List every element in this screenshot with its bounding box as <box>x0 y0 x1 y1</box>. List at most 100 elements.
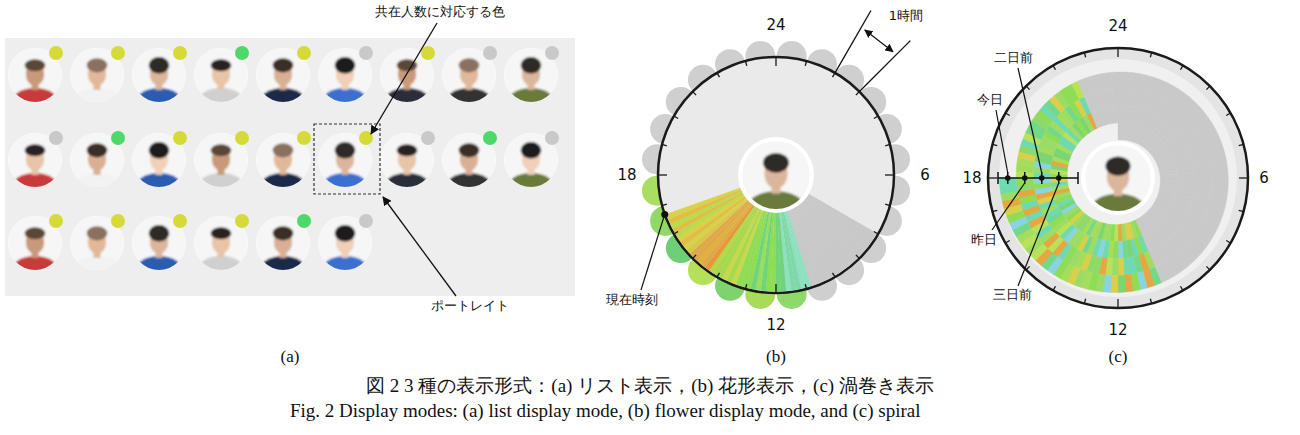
status-dot <box>173 214 187 228</box>
clock-face <box>658 57 894 293</box>
hour-tick <box>775 57 776 66</box>
presence-spiral-segment <box>1118 258 1125 275</box>
hour-tick <box>805 61 806 66</box>
hour-tick <box>874 232 878 235</box>
spiral-display <box>988 48 1248 308</box>
status-dot <box>111 131 125 145</box>
hour-tick <box>1053 65 1056 69</box>
day-label: 今日 <box>977 92 1003 108</box>
presence-spiral-segment <box>1211 171 1228 178</box>
hour-label: 18 <box>962 169 981 187</box>
person-item <box>194 214 249 283</box>
person-item <box>194 131 249 200</box>
person-item <box>318 214 373 283</box>
hour-tick <box>745 61 746 66</box>
portrait <box>742 141 810 225</box>
callout-label: ポートレイト <box>431 298 509 314</box>
day-dot <box>1056 175 1062 181</box>
hour-tick <box>1026 266 1030 270</box>
hour-tick <box>1084 299 1085 304</box>
clock-face <box>988 48 1248 308</box>
hour-tick <box>1206 86 1210 90</box>
hour-tick <box>1084 52 1085 57</box>
person-item <box>8 214 63 283</box>
hour-tick <box>693 255 697 259</box>
hour-tick <box>885 144 890 145</box>
hour-label: 12 <box>766 316 785 334</box>
hour-label: 24 <box>766 16 785 34</box>
panel-label: (b) <box>766 347 786 367</box>
hour-tick <box>745 284 746 289</box>
figure-caption: 図 2 3 種の表示形式：(a) リスト表示，(b) 花形表示，(c) 渦巻き表… <box>366 375 934 398</box>
hour-tick <box>1181 65 1184 69</box>
hour-tick <box>1181 286 1184 290</box>
hour-label: 12 <box>1108 321 1127 339</box>
spiral-ground <box>999 59 1237 297</box>
person-item <box>442 46 497 115</box>
list-display <box>5 23 575 296</box>
status-dot <box>421 46 435 60</box>
day-label: 昨日 <box>971 232 997 248</box>
panel-label: (c) <box>1109 347 1128 367</box>
hour-tick <box>992 144 997 145</box>
leader-line <box>371 23 437 134</box>
status-dot <box>297 46 311 60</box>
hour-label: 24 <box>1108 17 1127 35</box>
hour-tick <box>885 204 890 205</box>
status-dot <box>297 131 311 145</box>
status-dot <box>359 46 373 60</box>
status-dot <box>173 131 187 145</box>
hour-tick <box>1206 266 1210 270</box>
day-dot <box>1039 175 1045 181</box>
leader-line <box>383 197 456 296</box>
presence-spiral-segment <box>1118 275 1126 292</box>
hour-label: 6 <box>1259 169 1269 187</box>
hour-tick <box>1239 210 1244 211</box>
hour-tick <box>1226 113 1230 116</box>
status-dot <box>111 214 125 228</box>
callout-label: 現在時刻 <box>606 292 658 308</box>
hour-label: 6 <box>920 166 930 184</box>
status-dot <box>111 46 125 60</box>
presence-spiral-segment <box>1160 174 1177 178</box>
status-dot <box>235 214 249 228</box>
day-label: 三日前 <box>993 287 1032 303</box>
flower-display <box>641 10 910 309</box>
status-dot <box>235 131 249 145</box>
portrait <box>1085 145 1151 227</box>
day-dot <box>1022 175 1028 181</box>
leader-line <box>641 217 664 290</box>
hour-tick <box>992 210 997 211</box>
leader-line <box>996 110 1008 173</box>
day-dot <box>1005 175 1011 181</box>
list-panel <box>5 38 575 296</box>
person-item <box>318 131 373 200</box>
leader-line <box>992 183 1025 230</box>
hour-label: 18 <box>617 166 636 184</box>
person-item <box>380 131 435 200</box>
hour-tick <box>1226 241 1230 244</box>
status-dot <box>545 46 559 60</box>
person-item <box>70 214 125 283</box>
current-time-dot <box>661 211 668 218</box>
status-dot <box>359 214 373 228</box>
presence-spiral-segment <box>1118 224 1122 241</box>
caption-english: Fig. 2 Display modes: (a) list display m… <box>290 400 921 423</box>
presence-spiral-segment <box>1112 89 1118 106</box>
hour-tick <box>833 73 836 77</box>
hour-tick <box>693 92 697 96</box>
hour-tick <box>874 116 878 119</box>
hour-tick <box>1026 86 1030 90</box>
presence-spiral-segment <box>1194 172 1211 178</box>
person-item <box>256 214 311 283</box>
day-label: 二日前 <box>994 50 1033 66</box>
person-item <box>318 46 373 115</box>
hour-tick <box>717 273 720 277</box>
hour-tick <box>1117 48 1118 57</box>
person-item <box>8 131 63 200</box>
hour-tick <box>856 92 860 96</box>
person-item <box>70 46 125 115</box>
duration-label: 1時間 <box>889 8 923 24</box>
hour-tick <box>1239 144 1244 145</box>
